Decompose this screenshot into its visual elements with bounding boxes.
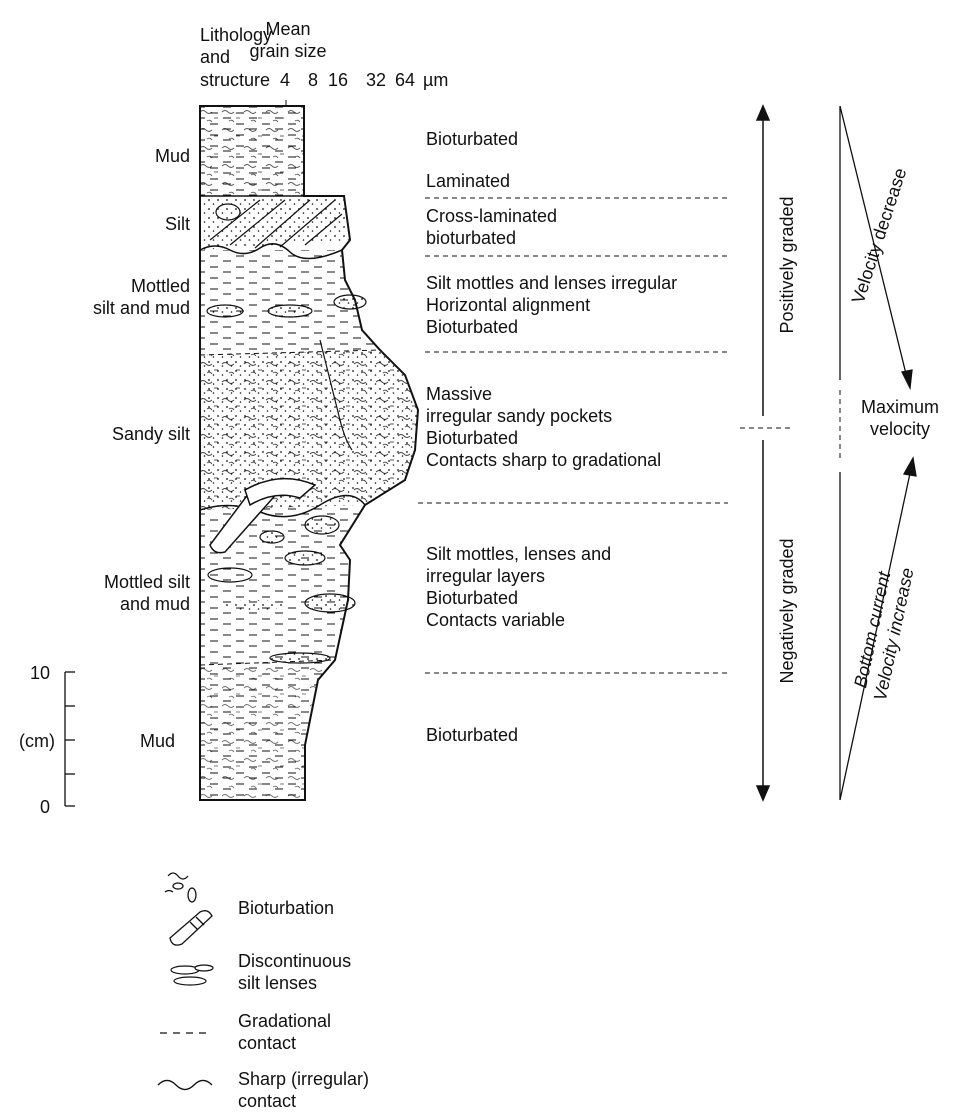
description-dividers — [418, 197, 841, 674]
description-laminated: Laminated — [426, 171, 511, 191]
description-bioturbated-bottom: Bioturbated — [426, 725, 519, 745]
scale-top-label: 10 — [29, 663, 50, 683]
lithology-label-mottled-upper: Mottled silt and mud — [92, 276, 190, 318]
grain-tick-32: 32 — [366, 70, 387, 90]
grain-tick-64: 64 — [395, 70, 416, 90]
legend-bioturbation-label: Bioturbation — [238, 898, 335, 918]
negatively-graded-label: Negatively graded — [777, 538, 797, 684]
grain-unit: µm — [423, 70, 449, 90]
lithology-title-line3: structure — [200, 70, 271, 90]
lithology-label-sandy-silt: Sandy silt — [111, 424, 190, 444]
lithology-label-mud-bottom: Mud — [139, 731, 175, 751]
grading-arrow — [755, 104, 771, 802]
bioturbation-icon — [164, 872, 213, 946]
description-sandy-silt: Massive irregular sandy pockets Bioturba… — [426, 384, 662, 470]
scale-bottom-label: 0 — [39, 797, 50, 817]
lithology-label-mottled-lower: Mottled silt and mud — [103, 572, 190, 614]
legend-gradational-label: Gradational contact — [238, 1011, 332, 1053]
lithology-label-silt: Silt — [164, 214, 190, 234]
description-mottled-upper: Silt mottles and lenses irregular Horizo… — [426, 273, 678, 337]
grain-size-title: Mean grain size — [249, 19, 327, 61]
legend-silt-lens-label: Discontinuous silt lenses — [238, 951, 352, 993]
maximum-velocity-label: Maximum velocity — [860, 397, 939, 439]
velocity-diagram — [839, 105, 917, 801]
legend-sharp-label: Sharp (irregular) contact — [238, 1069, 370, 1111]
scale-unit-label: (cm) — [19, 731, 55, 751]
lithology-title: Lithology and — [200, 25, 273, 67]
grain-tick-16: 16 — [328, 70, 349, 90]
lithology-label-mud-top: Mud — [154, 146, 190, 166]
positively-graded-label: Positively graded — [777, 196, 797, 334]
grain-tick-4: 4 — [280, 70, 291, 90]
description-mottled-lower: Silt mottles, lenses and irregular layer… — [426, 544, 612, 630]
description-cross-laminated: Cross-laminated bioturbated — [426, 206, 558, 248]
grain-tick-8: 8 — [308, 70, 319, 90]
silt-lens-icon — [170, 964, 214, 986]
description-bioturbated-top: Bioturbated — [426, 129, 519, 149]
depth-scale — [64, 671, 75, 807]
lithology-column — [199, 105, 420, 801]
sharp-contact-icon — [157, 1079, 213, 1091]
